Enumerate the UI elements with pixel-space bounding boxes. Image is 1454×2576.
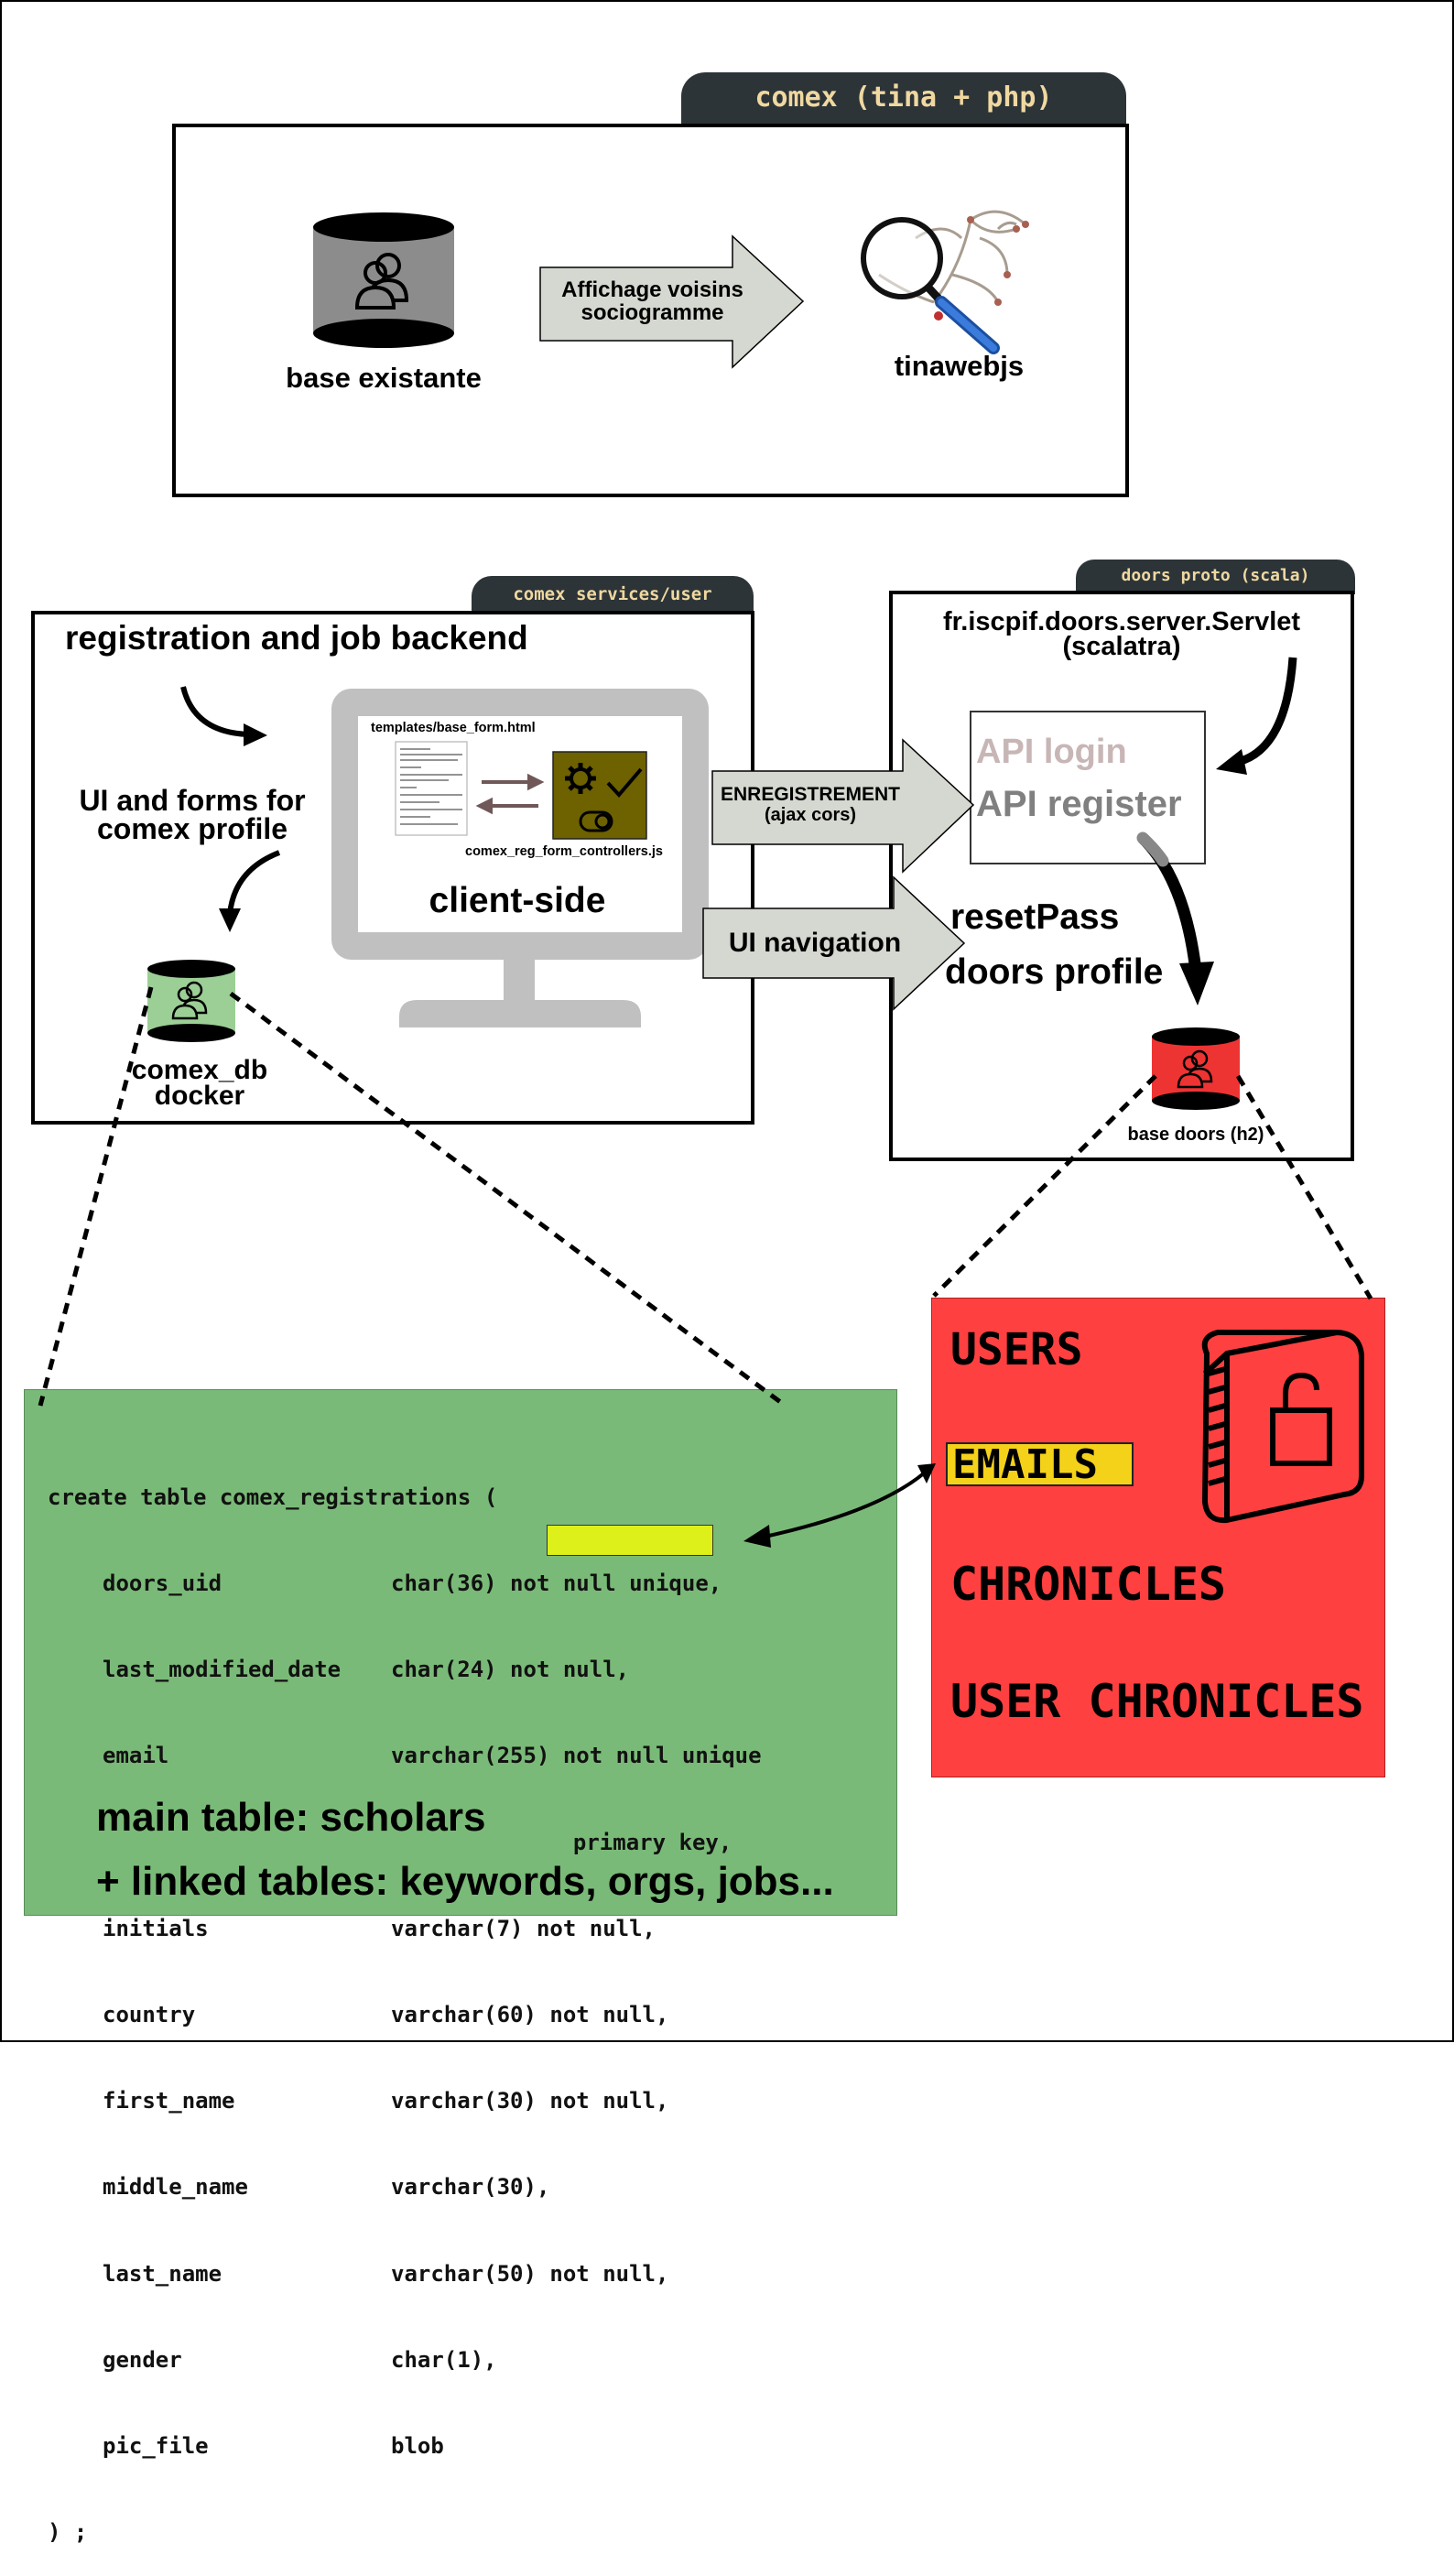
enregistrement-label-2[interactable]: (ajax cors) (764, 805, 857, 825)
caption-main-table: main table: scholars (96, 1795, 486, 1840)
primary-key-highlight (547, 1525, 713, 1556)
comex-tab: comex (tina + php) (681, 72, 1126, 125)
ui-forms-label-2: comex profile (96, 812, 288, 845)
doors-profile-label[interactable]: doors profile (945, 952, 1164, 992)
template-file-label: templates/base_form.html (371, 721, 536, 735)
controller-file-label: comex_reg_form_controllers.js (465, 844, 663, 859)
api-login-label[interactable]: API login (976, 733, 1127, 771)
base-existante-label: base existante (286, 362, 482, 394)
table-users: USERS (950, 1324, 1083, 1375)
table-chronicles: CHRONICLES (950, 1558, 1227, 1611)
sql-row-primary-key: primary key, (547, 1829, 732, 1855)
sql-close: ) ; (48, 2519, 88, 2546)
affichage-label-1: Affichage voisins (561, 277, 743, 302)
sql-panel (24, 1389, 897, 1916)
caption-linked-tables: + linked tables: keywords, orgs, jobs... (96, 1859, 834, 1904)
services-tab: comex services/user (472, 576, 754, 614)
emails-highlight (946, 1442, 1134, 1486)
comex-db-label-2: docker (154, 1081, 245, 1111)
ui-navigation-label[interactable]: UI navigation (728, 928, 902, 958)
doors-box (889, 591, 1354, 1161)
api-register-label[interactable]: API register (976, 784, 1182, 824)
base-doors-label: base doors (h2) (1127, 1125, 1264, 1145)
table-user-chronicles: USER CHRONICLES (950, 1675, 1364, 1728)
doors-tab: doors proto (scala) (1076, 560, 1355, 594)
tinawebjs-label: tinawebjs (894, 350, 1025, 382)
client-side-label: client-side (429, 881, 606, 920)
enregistrement-label-1[interactable]: ENREGISTREMENT (720, 784, 900, 805)
resetpass-label[interactable]: resetPass (950, 897, 1120, 937)
ui-forms-label-1: UI and forms for (79, 784, 306, 817)
registration-heading: registration and job backend (65, 619, 528, 657)
sql-open: create table comex_registrations ( (48, 1484, 498, 1510)
affichage-label-2: sociogramme (581, 300, 724, 325)
table-emails: EMAILS (952, 1441, 1098, 1488)
servlet-label-1: fr.iscpif.doors.server.Servlet (942, 607, 1301, 636)
page-frame (0, 0, 1454, 2042)
services-box (31, 611, 754, 1125)
servlet-label-2: (scalatra) (1062, 632, 1181, 661)
sql-code: create table comex_registrations ( doors… (48, 1426, 762, 2576)
